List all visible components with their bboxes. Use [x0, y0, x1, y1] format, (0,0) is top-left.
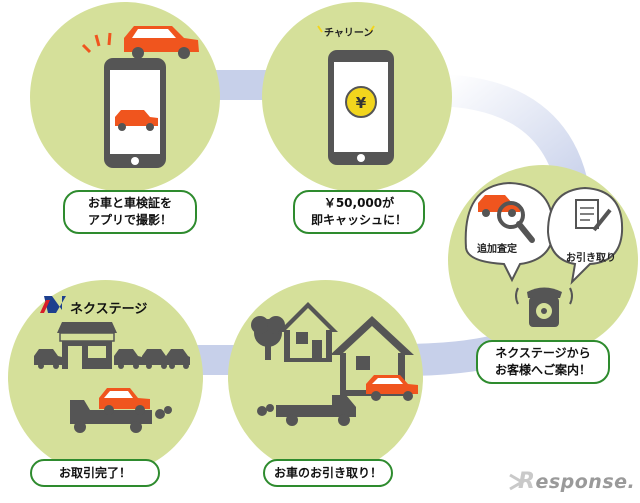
sparkle-icon [317, 25, 375, 33]
telephone-icon [515, 287, 573, 327]
magnifier-icon [497, 201, 535, 243]
attention-lines-icon [81, 32, 112, 54]
sound-effect-label: チャリーン [324, 28, 374, 39]
car-icon [114, 349, 142, 369]
document-pen-icon [575, 199, 612, 232]
tow-truck-icon [257, 395, 356, 426]
step-1-caption: お車と車検証を アプリで撮影！ [63, 190, 197, 234]
coin-yen-icon: ¥ [345, 86, 377, 118]
bubble-label-additional-appraisal: 追加査定 [477, 244, 517, 255]
house-icon [330, 316, 414, 396]
house-icon [278, 302, 338, 362]
step-2-caption: ￥50,000が 即キャッシュに！ [293, 190, 425, 234]
car-icon [124, 26, 199, 59]
watermark-text: esponse. [535, 471, 636, 493]
car-icon [478, 195, 520, 217]
car-icon [142, 349, 170, 369]
brand-name: ネクステージ [70, 302, 148, 317]
bubble-label-pickup: お引き取り [566, 253, 616, 264]
speech-bubble-right [546, 186, 624, 285]
watermark-mark: R [518, 469, 536, 494]
car-icon [115, 110, 158, 131]
car-icon [99, 388, 150, 415]
svg-text:¥: ¥ [356, 94, 367, 112]
car-icon [34, 349, 62, 369]
tree-icon [251, 316, 285, 360]
car-icon [366, 375, 418, 401]
speech-bubble-left [464, 181, 555, 283]
store-icon [57, 322, 117, 369]
watermark-chevron-icon [509, 473, 525, 491]
step-3-caption: ネクステージから お客様へご案内！ [476, 340, 610, 384]
car-icon [166, 349, 190, 369]
brand-n-logo-icon [40, 296, 66, 313]
watermark-logo: Response. [518, 469, 635, 494]
step-4-caption: お車のお引き取り！ [263, 459, 393, 487]
step-5-caption: お取引完了！ [30, 459, 160, 487]
